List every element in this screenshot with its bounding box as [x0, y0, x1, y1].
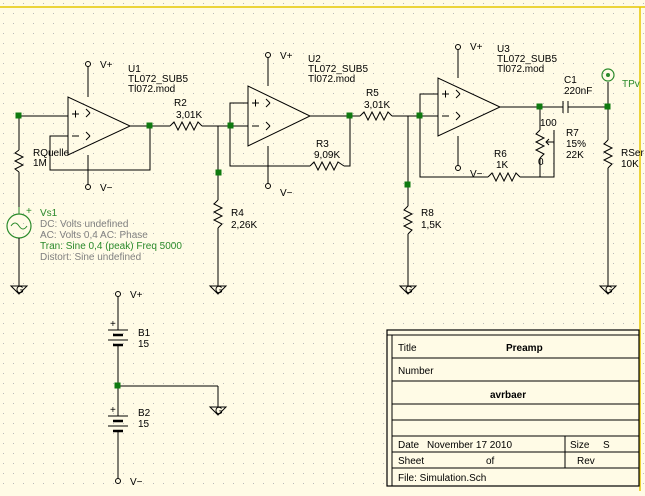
- r7-top-label: 100: [540, 118, 557, 129]
- ground-symbol: G: [9, 285, 29, 296]
- tpv-label: TPv: [622, 79, 640, 90]
- rquelle-ref: RQuelle: [33, 148, 70, 159]
- rev-label: Rev: [577, 456, 595, 467]
- u3-file: Tl072.mod: [497, 64, 544, 75]
- rser-value: 10K: [621, 159, 639, 170]
- battery-b1[interactable]: V+ + B1 15: [108, 290, 151, 386]
- u3-vminus-label: V−: [470, 169, 483, 180]
- ground-symbol: G: [598, 285, 618, 296]
- b1-plus: +: [110, 319, 116, 330]
- u1-ref: U1: [128, 64, 141, 75]
- svg-text:G: G: [605, 285, 613, 296]
- c1-ref: C1: [564, 75, 577, 86]
- u2-file: Tl072.mod: [308, 74, 355, 85]
- rser-ref: RSer: [621, 148, 644, 159]
- c1-value: 220nF: [564, 86, 592, 97]
- number-label: Number: [398, 366, 434, 377]
- b1-ref: B1: [138, 328, 151, 339]
- b2-ref: B2: [138, 408, 151, 419]
- r8-ref: R8: [421, 208, 434, 219]
- vs1-dc: DC: Volts undefined: [40, 219, 128, 230]
- r7-bottom-label: 0: [538, 157, 544, 168]
- u3-vplus-label: V+: [470, 42, 483, 53]
- u3-model: TL072_SUB5: [497, 54, 557, 65]
- opamp-u2[interactable]: V+ V− U2 TL072_SUB5 Tl072.mod: [247, 51, 368, 199]
- b2-value: 15: [138, 419, 150, 430]
- r4-ref: R4: [231, 208, 244, 219]
- r3-ref: R3: [316, 139, 329, 150]
- sheet-of: of: [486, 456, 495, 467]
- vs1-tran: Tran: Sine 0,4 (peak) Freq 5000: [40, 241, 182, 252]
- date-label: Date: [398, 440, 420, 451]
- u2-vplus-label: V+: [280, 51, 293, 62]
- r2-ref: R2: [174, 98, 187, 109]
- resistor-r8[interactable]: R8 1,5K: [402, 205, 442, 235]
- u2-model: TL072_SUB5: [308, 64, 368, 75]
- date-value: November 17 2010: [427, 440, 512, 451]
- test-point-tpv[interactable]: TPv: [601, 68, 640, 90]
- resistor-r2[interactable]: R2 3,01K: [169, 98, 202, 132]
- vs1-ac: AC: Volts 0,4 AC: Phase: [40, 230, 148, 241]
- size-value: S: [603, 440, 610, 451]
- sheet-label: Sheet: [398, 456, 424, 467]
- svg-text:G: G: [405, 285, 413, 296]
- rquelle-value: 1M: [33, 158, 47, 169]
- u1-model: TL072_SUB5: [128, 74, 188, 85]
- r5-ref: R5: [366, 88, 379, 99]
- resistor-rquelle[interactable]: RQuelle 1M: [13, 148, 70, 173]
- svg-text:G: G: [215, 285, 223, 296]
- svg-text:G: G: [16, 285, 24, 296]
- b1-vplus-label: V+: [130, 290, 143, 301]
- size-label: Size: [570, 440, 590, 451]
- r7-ref: R7: [566, 128, 579, 139]
- u1-vminus-label: V−: [100, 183, 113, 194]
- u1-vplus-label: V+: [100, 60, 113, 71]
- resistor-r6[interactable]: R6 1K: [487, 149, 521, 183]
- r8-value: 1,5K: [421, 220, 442, 231]
- resistor-r5[interactable]: R5 3,01K: [359, 88, 393, 122]
- opamp-u1[interactable]: V+ V− U1 TL072_SUB5 Tl072.mod: [67, 60, 188, 194]
- opamp-u3[interactable]: V+ V− U3 TL072_SUB5 Tl072.mod: [437, 42, 557, 180]
- u2-ref: U2: [308, 54, 321, 65]
- author-value: avrbaer: [490, 390, 526, 401]
- resistor-r4[interactable]: R4 2,26K: [212, 199, 257, 231]
- u1-file: Tl072.mod: [128, 84, 175, 95]
- title-block: Title Preamp Number avrbaer Date Novembe…: [386, 329, 640, 487]
- battery-b2[interactable]: + B2 15 V−: [108, 386, 151, 488]
- title-value: Preamp: [506, 343, 543, 354]
- vs1-distort: Distort: Sine undefined: [40, 252, 141, 263]
- r4-value: 2,26K: [231, 220, 257, 231]
- b1-value: 15: [138, 339, 150, 350]
- resistor-rser[interactable]: RSer 10K: [602, 139, 644, 170]
- file-label: File: Simulation.Sch: [398, 473, 486, 484]
- r7-percent: 15%: [566, 139, 586, 150]
- r2-value: 3,01K: [176, 110, 202, 121]
- potentiometer-r7[interactable]: 100 0 R7 15% 22K: [534, 107, 586, 178]
- r7-value: 22K: [566, 150, 584, 161]
- r5-value: 3,01K: [364, 100, 390, 111]
- u2-vminus-label: V−: [280, 188, 293, 199]
- vs1-ref: Vs1: [40, 208, 58, 219]
- ground-symbol: G: [208, 285, 228, 296]
- resistor-r3[interactable]: R3 9,09K: [309, 139, 345, 172]
- r3-value: 9,09K: [314, 150, 340, 161]
- b2-plus: +: [110, 405, 116, 416]
- b2-vminus-label: V−: [130, 477, 143, 488]
- ground-symbol: G: [208, 406, 228, 417]
- r6-value: 1K: [496, 160, 509, 171]
- r6-ref: R6: [494, 149, 507, 160]
- vs1-plus: +: [26, 206, 32, 217]
- u3-ref: U3: [497, 44, 510, 55]
- ground-symbol: G: [398, 285, 418, 296]
- title-label: Title: [398, 343, 417, 354]
- svg-text:G: G: [215, 406, 223, 417]
